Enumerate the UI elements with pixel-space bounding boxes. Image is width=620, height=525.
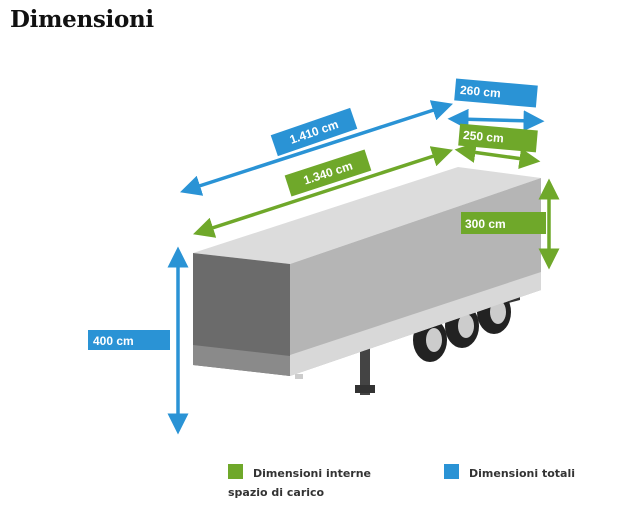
page-title: Dimensioni <box>10 6 154 33</box>
internal-height-label: 300 cm <box>465 217 506 231</box>
internal-width-arrow <box>454 142 541 169</box>
total-width-arrow <box>447 108 545 132</box>
internal-length-arrow <box>193 146 453 238</box>
legend-internal: Dimensioni interne spazio di carico <box>228 467 371 499</box>
total-height-label-bg <box>88 330 170 350</box>
total-height-label: 400 cm <box>93 334 134 348</box>
total-width-label: 260 cm <box>454 78 538 108</box>
svg-text:250 cm: 250 cm <box>463 128 505 145</box>
legend-total: Dimensioni totali <box>469 467 575 480</box>
svg-text:260 cm: 260 cm <box>460 83 502 100</box>
internal-width-label: 250 cm <box>458 123 538 153</box>
legend-swatch-internal <box>228 464 243 479</box>
trailer-illustration <box>193 167 541 395</box>
legend-swatch-total <box>444 464 459 479</box>
internal-height-label-bg <box>461 212 546 234</box>
